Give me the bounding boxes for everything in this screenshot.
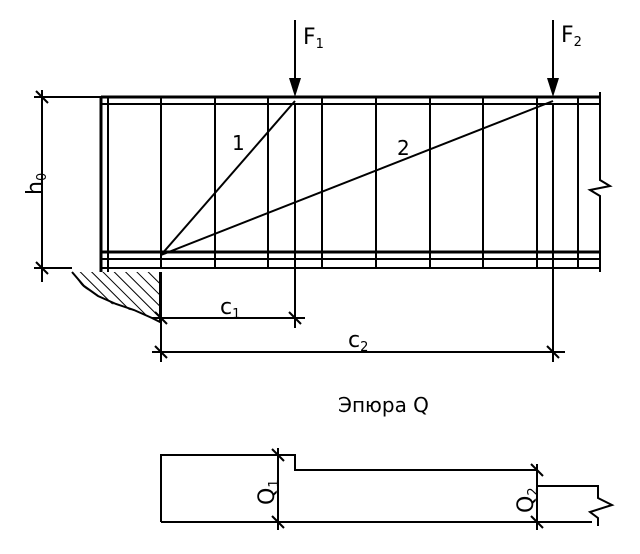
beam bbox=[99, 92, 613, 272]
support-hatch bbox=[72, 272, 160, 322]
dimension-c2 bbox=[152, 104, 565, 362]
support bbox=[71, 271, 161, 324]
crack-line-1 bbox=[160, 100, 296, 256]
shear-break-line bbox=[578, 485, 615, 526]
force-f1-arrow bbox=[289, 20, 301, 97]
stirrups bbox=[160, 97, 579, 268]
h0-label: h0 bbox=[23, 173, 50, 195]
c2-label: c2 bbox=[348, 328, 368, 355]
diagram-title: Эпюра Q bbox=[338, 393, 429, 417]
force-f1-label: F1 bbox=[303, 25, 324, 52]
crack-line-2 bbox=[160, 100, 554, 256]
force-f2-label: F2 bbox=[561, 23, 582, 50]
beam-break-line bbox=[587, 92, 613, 272]
c1-label: c1 bbox=[220, 295, 240, 322]
crack-1-label: 1 bbox=[232, 131, 245, 155]
dimension-h0 bbox=[34, 90, 101, 282]
force-f2-arrow bbox=[547, 20, 559, 97]
inclined-cracks bbox=[160, 100, 554, 256]
dimension-c1 bbox=[152, 104, 305, 362]
q1-label: Q1 bbox=[255, 479, 282, 505]
shear-diagram bbox=[160, 448, 615, 530]
crack-2-label: 2 bbox=[397, 136, 410, 160]
q2-label: Q2 bbox=[514, 487, 541, 513]
